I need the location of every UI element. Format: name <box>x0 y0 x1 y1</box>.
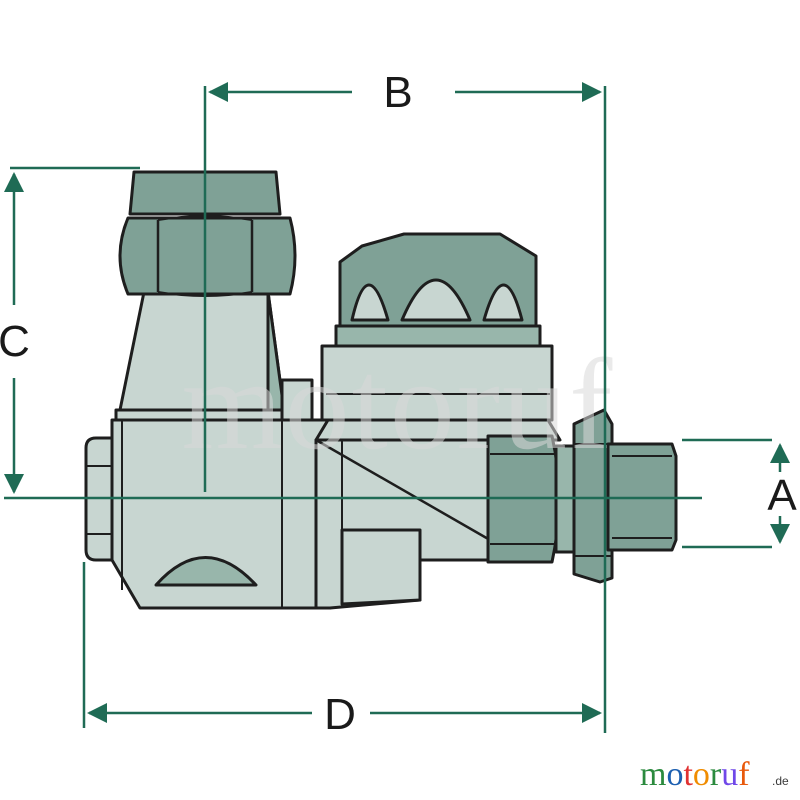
logo-letter: m <box>640 756 666 793</box>
dome-cap <box>334 232 542 348</box>
logo-letter: o <box>693 756 710 793</box>
motoruf-logo: motoruf .de <box>640 756 789 793</box>
fitting-drawing <box>84 170 678 610</box>
logo-letter: u <box>721 756 738 793</box>
logo-letter: o <box>666 756 683 793</box>
dimension-label-b: B <box>383 68 412 117</box>
logo-wordmark: motoruf <box>640 756 750 793</box>
logo-letter: t <box>683 756 693 793</box>
dimension-label-a: A <box>767 471 797 520</box>
logo-tld: .de <box>772 774 789 788</box>
dimension-label-d: D <box>324 690 356 739</box>
dimension-lines <box>3 82 790 733</box>
logo-letter: r <box>710 756 722 793</box>
dimension-label-c: C <box>0 317 30 366</box>
top-hex-nut <box>118 170 297 297</box>
logo-letter: f <box>738 756 750 793</box>
watermark-text: motoruf <box>182 333 615 477</box>
